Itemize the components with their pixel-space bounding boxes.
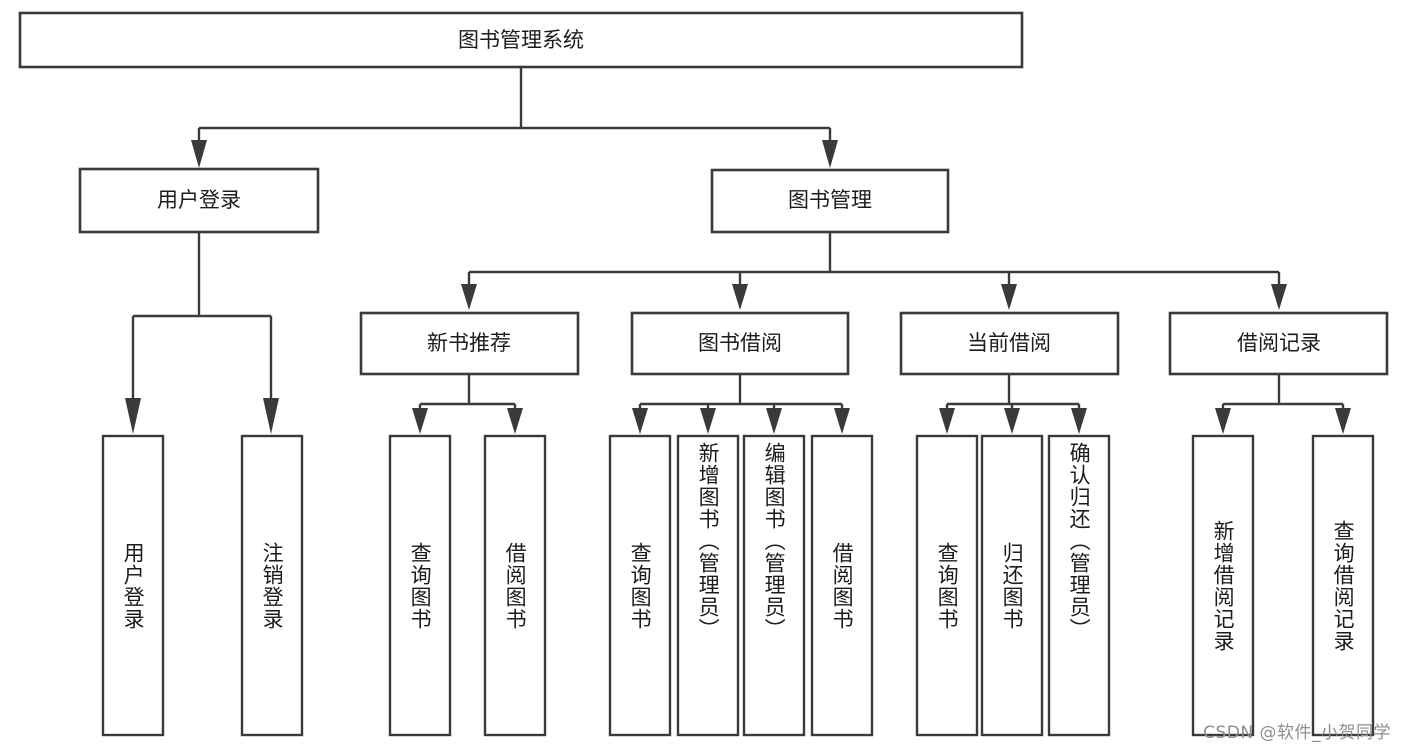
node-book-borrow[interactable]: 图书借阅 <box>630 311 850 376</box>
node-book-borrow-box[interactable] <box>630 311 850 376</box>
arrow-head-add-record <box>1215 408 1231 434</box>
connector-group-new-book-recommend <box>412 374 523 434</box>
leaf-box-query-record[interactable] <box>1311 434 1375 737</box>
arrow-head-borrow-record <box>1271 284 1287 310</box>
node-borrow-record-label: 借阅记录 <box>1237 331 1321 355</box>
connector-group-book-borrow <box>632 374 850 434</box>
connector-group-borrow-record <box>1215 374 1351 434</box>
leaf-box-user-login[interactable] <box>101 434 165 737</box>
node-book-borrow-label: 图书借阅 <box>698 331 782 355</box>
connector-group-root <box>191 67 838 168</box>
arrow-head-new-book-recommend <box>461 284 477 310</box>
arrow-head-leaf-user-login <box>125 398 141 434</box>
node-book-management-label: 图书管理 <box>788 188 872 212</box>
arrow-head-query-book-1 <box>412 408 428 434</box>
arrow-head-query-book-3 <box>939 408 955 434</box>
arrow-head-return-book <box>1004 408 1020 434</box>
node-current-borrow[interactable]: 当前借阅 <box>899 311 1120 376</box>
leaf-box-add-record[interactable] <box>1191 434 1255 737</box>
node-book-management[interactable]: 图书管理 <box>710 168 950 234</box>
leaf-box-confirm-return[interactable] <box>1047 434 1111 737</box>
arrow-head-edit-book <box>766 408 782 434</box>
leaf-box-borrow-book-2[interactable] <box>810 434 874 737</box>
leaf-box-query-book-3[interactable] <box>915 434 979 737</box>
arrow-head-query-record <box>1335 408 1351 434</box>
node-root-box[interactable] <box>18 11 1024 69</box>
node-borrow-record[interactable]: 借阅记录 <box>1168 311 1389 376</box>
node-borrow-record-box[interactable] <box>1168 311 1389 376</box>
arrow-head-book-borrow <box>732 284 748 310</box>
arrow-head-query-book-2 <box>632 408 648 434</box>
node-current-borrow-box[interactable] <box>899 311 1120 376</box>
arrow-head-confirm-return <box>1071 408 1087 434</box>
node-new-book-recommend-box[interactable] <box>359 311 580 376</box>
node-new-book-recommend[interactable]: 新书推荐 <box>359 311 580 376</box>
arrow-head-borrow-book-2 <box>834 408 850 434</box>
arrow-head-leaf-logout-login <box>263 398 279 434</box>
arrow-head-book-mgmt <box>822 140 838 168</box>
leaf-box-logout-login[interactable] <box>240 434 304 737</box>
arrow-head-borrow-book-1 <box>507 408 523 434</box>
node-new-book-recommend-label: 新书推荐 <box>427 331 511 355</box>
connector-group-user-login <box>125 232 279 434</box>
node-current-borrow-label: 当前借阅 <box>967 331 1051 355</box>
node-user-login[interactable]: 用户登录 <box>78 167 320 234</box>
leaf-box-query-book-1[interactable] <box>388 434 452 737</box>
leaf-box-query-book-2[interactable] <box>608 434 672 737</box>
arrow-head-add-book <box>700 408 716 434</box>
leaf-box-edit-book[interactable] <box>742 434 806 737</box>
node-user-login-label: 用户登录 <box>157 188 241 212</box>
leaf-box-borrow-book-1[interactable] <box>483 434 547 737</box>
arrow-head-current-borrow <box>1001 284 1017 310</box>
connector-group-current-borrow <box>939 374 1087 434</box>
watermark-text: CSDN @软件_小贺同学 <box>1203 723 1391 743</box>
leaf-box-add-book[interactable] <box>676 434 740 737</box>
connector-group-book-mgmt <box>461 232 1287 310</box>
leaf-box-group <box>101 434 1375 737</box>
node-root[interactable]: 图书管理系统 <box>18 11 1024 69</box>
leaf-box-return-book[interactable] <box>980 434 1044 737</box>
arrow-head-user-login <box>191 140 207 168</box>
node-book-management-box[interactable] <box>710 168 950 234</box>
node-user-login-box[interactable] <box>78 167 320 234</box>
node-root-label: 图书管理系统 <box>458 28 584 52</box>
